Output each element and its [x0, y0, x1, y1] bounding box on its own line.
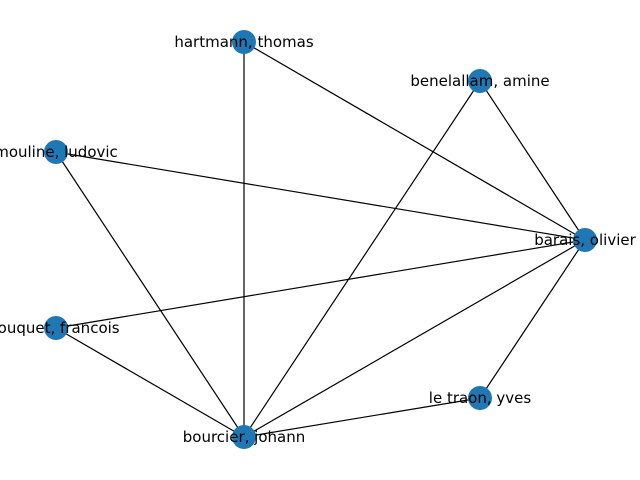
- node-label-mouline: mouline, ludovic: [0, 143, 118, 161]
- edge-fouquet-barais: [55, 239, 586, 329]
- node-mouline: [44, 140, 68, 164]
- node-hartmann: [232, 30, 256, 54]
- node-benelallam: [468, 69, 492, 93]
- edge-barais-letraon: [479, 239, 586, 399]
- edge-hartmann-barais: [243, 41, 586, 241]
- node-label-benelallam: benelallam, amine: [410, 72, 549, 90]
- node-label-fouquet: fouquet, francois: [0, 319, 120, 337]
- edge-barais-bourcier: [243, 239, 586, 438]
- node-layer: [44, 30, 597, 449]
- node-barais: [573, 228, 597, 252]
- node-label-bourcier: bourcier, johann: [183, 428, 305, 446]
- node-label-barais: barais, olivier: [534, 231, 636, 249]
- edge-layer: [55, 41, 586, 438]
- edge-benelallam-bourcier: [243, 80, 481, 438]
- edge-benelallam-barais: [479, 80, 586, 241]
- label-layer: hartmann, thomas benelallam, amine mouline…: [0, 33, 637, 446]
- edge-mouline-barais: [55, 151, 586, 241]
- edge-fouquet-bourcier: [55, 327, 245, 438]
- node-label-hartmann: hartmann, thomas: [174, 33, 313, 51]
- node-letraon: [468, 386, 492, 410]
- edge-letraon-bourcier: [243, 397, 481, 438]
- node-fouquet: [44, 316, 68, 340]
- edge-mouline-bourcier: [55, 151, 245, 438]
- node-label-letraon: le traon, yves: [429, 389, 532, 407]
- node-bourcier: [232, 425, 256, 449]
